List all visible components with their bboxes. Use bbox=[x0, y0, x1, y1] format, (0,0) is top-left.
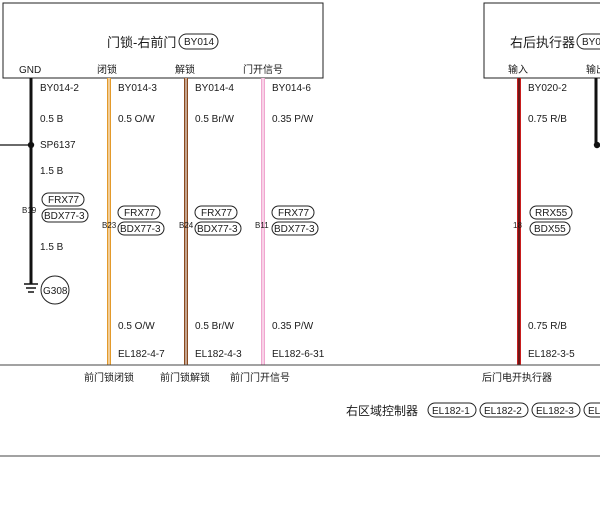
door-signal-end-pin: EL182-6-31 bbox=[272, 349, 325, 360]
controller-title: 右区域控制器 bbox=[346, 403, 418, 418]
input-inline-pin: 18 bbox=[513, 221, 522, 230]
lock-inline-pin: B23 bbox=[102, 221, 117, 230]
lock-inline-1: FRX77 bbox=[124, 208, 156, 219]
door-signal-inline-pin: B11 bbox=[255, 221, 269, 230]
input-pin: BY020-2 bbox=[528, 83, 567, 94]
lock-inline-pill-2 bbox=[117, 221, 165, 236]
lock-inline-2: BDX77-3 bbox=[120, 224, 161, 235]
output-splice-dot bbox=[593, 141, 600, 149]
lock-pin: BY014-3 bbox=[118, 83, 157, 94]
gnd-inline-1: FRX77 bbox=[48, 195, 80, 206]
pin-label-door-signal: 门开信号 bbox=[243, 63, 283, 76]
gnd-inline-pin: B19 bbox=[22, 206, 37, 215]
unlock-wire-top: 0.5 Br/W bbox=[195, 114, 234, 125]
module-title-left: 门锁-右前门 bbox=[107, 35, 176, 50]
unlock-inline-1: FRX77 bbox=[201, 208, 233, 219]
module-connector-left: BY014 bbox=[184, 37, 214, 48]
controller-connector-pill-2 bbox=[479, 402, 529, 418]
door-signal-inline-pill-2 bbox=[271, 221, 319, 236]
controller-connector-pill-3 bbox=[531, 402, 581, 418]
bottom-label-unlock: 前门锁解锁 bbox=[160, 371, 210, 384]
door-signal-inline-1: FRX77 bbox=[278, 208, 310, 219]
ground-label: G308 bbox=[43, 286, 68, 297]
door-signal-inline-2: BDX77-3 bbox=[274, 224, 315, 235]
unlock-pin: BY014-4 bbox=[195, 83, 234, 94]
bottom-label-actuator: 后门电开执行器 bbox=[482, 371, 552, 384]
pin-label-output: 输出 bbox=[586, 63, 600, 76]
gnd-wire-spec: 0.5 B bbox=[40, 114, 64, 125]
unlock-wire-bottom: 0.5 Br/W bbox=[195, 321, 234, 332]
controller-connector-pill-1 bbox=[427, 402, 477, 418]
input-end-pin: EL182-3-5 bbox=[528, 349, 575, 360]
pin-label-gnd: GND bbox=[19, 65, 41, 76]
pin-label-lock: 闭锁 bbox=[97, 63, 117, 76]
input-wire-top: 0.75 R/B bbox=[528, 114, 567, 125]
module-box-left bbox=[2, 2, 324, 79]
gnd-inline-pill-2 bbox=[41, 208, 89, 223]
input-inline-2: BDX55 bbox=[534, 224, 566, 235]
pin-label-unlock: 解锁 bbox=[175, 63, 195, 76]
bottom-label-door-signal: 前门门开信号 bbox=[230, 371, 290, 384]
controller-connector-2: EL182-2 bbox=[484, 406, 522, 417]
module-connector-right: BY0 bbox=[582, 37, 600, 48]
gnd-wire-mid: 1.5 B bbox=[40, 166, 64, 177]
gnd-wire-low: 1.5 B bbox=[40, 242, 64, 253]
unlock-inline-pill-2 bbox=[194, 221, 242, 236]
unlock-inline-pin: B24 bbox=[179, 221, 194, 230]
gnd-inline-2: BDX77-3 bbox=[44, 211, 85, 222]
unlock-inline-2: BDX77-3 bbox=[197, 224, 238, 235]
module-connector-pill-left bbox=[178, 33, 219, 50]
controller-connector-3: EL182-3 bbox=[536, 406, 574, 417]
door-signal-inline-pill-1 bbox=[271, 205, 315, 220]
door-signal-wire-top: 0.35 P/W bbox=[272, 114, 314, 125]
lock-wire-top: 0.5 O/W bbox=[118, 114, 155, 125]
controller-connector-4: EL1 bbox=[588, 406, 600, 417]
input-inline-1: RRX55 bbox=[535, 208, 568, 219]
module-title-right: 右后执行器 bbox=[510, 35, 575, 50]
controller-connector-1: EL182-1 bbox=[432, 406, 470, 417]
unlock-end-pin: EL182-4-3 bbox=[195, 349, 242, 360]
door-signal-pin: BY014-6 bbox=[272, 83, 311, 94]
pin-label-input: 输入 bbox=[508, 63, 528, 76]
unlock-inline-pill-1 bbox=[194, 205, 238, 220]
ground-label-circle bbox=[40, 275, 70, 305]
input-inline-pill-2 bbox=[529, 221, 571, 236]
gnd-inline-pill-1 bbox=[41, 192, 85, 207]
lock-wire-bottom: 0.5 O/W bbox=[118, 321, 155, 332]
bottom-label-lock: 前门锁闭锁 bbox=[84, 371, 134, 384]
module-connector-pill-right bbox=[576, 33, 600, 50]
controller-connector-pill-4 bbox=[583, 402, 600, 418]
lock-end-pin: EL182-4-7 bbox=[118, 349, 165, 360]
lock-inline-pill-1 bbox=[117, 205, 161, 220]
gnd-splice: SP6137 bbox=[40, 140, 76, 151]
splice-dot bbox=[27, 141, 35, 149]
gnd-pin: BY014-2 bbox=[40, 83, 79, 94]
door-signal-wire-bottom: 0.35 P/W bbox=[272, 321, 314, 332]
input-inline-pill-1 bbox=[529, 205, 573, 220]
input-wire-bottom: 0.75 R/B bbox=[528, 321, 567, 332]
